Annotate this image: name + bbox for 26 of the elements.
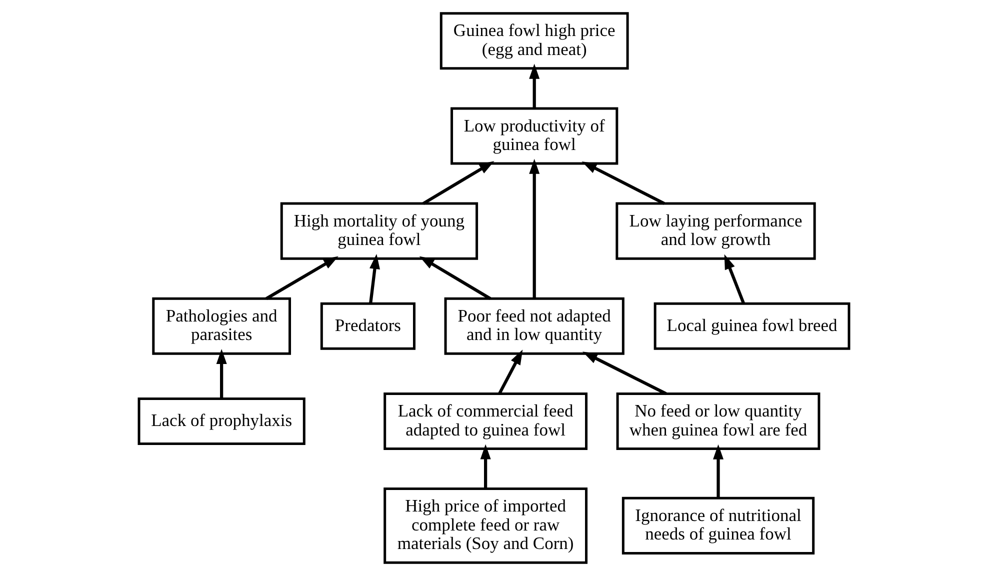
arrow	[216, 348, 226, 399]
node-box: No feed or low quantity when guinea fowl are fed	[616, 392, 820, 450]
node-box: Guinea fowl high price (egg and meat)	[439, 12, 628, 70]
node-box: Poor feed not adapted and in low quantity	[444, 297, 624, 355]
arrow	[712, 444, 724, 498]
node-box: High price of imported complete feed or raw materials (Soy and Corn)	[383, 488, 588, 564]
arrow	[422, 161, 494, 205]
node-box: Low productivity of guinea fowl	[450, 107, 618, 165]
node-box: Pathologies and parasites	[152, 297, 290, 355]
node-box: Predators	[320, 302, 415, 350]
node-box: Local guinea fowl breed	[653, 302, 850, 350]
node-box: High mortality of young guinea fowl	[280, 202, 478, 260]
node-box: Lack of prophylaxis	[137, 397, 305, 445]
arrow	[528, 64, 540, 108]
arrow	[368, 254, 380, 304]
node-box: Low laying performance and low growth	[615, 202, 816, 260]
node-box: Lack of commercial feed adapted to guinea fowl	[383, 392, 588, 450]
arrow	[582, 352, 666, 396]
arrow	[724, 254, 745, 304]
node-box: Ignorance of nutritional needs of guinea fowl	[621, 496, 814, 554]
arrow	[265, 256, 338, 300]
arrow	[498, 350, 522, 394]
arrow	[480, 444, 490, 489]
arrow	[528, 158, 540, 298]
arrow	[418, 256, 491, 300]
arrow	[581, 161, 664, 205]
